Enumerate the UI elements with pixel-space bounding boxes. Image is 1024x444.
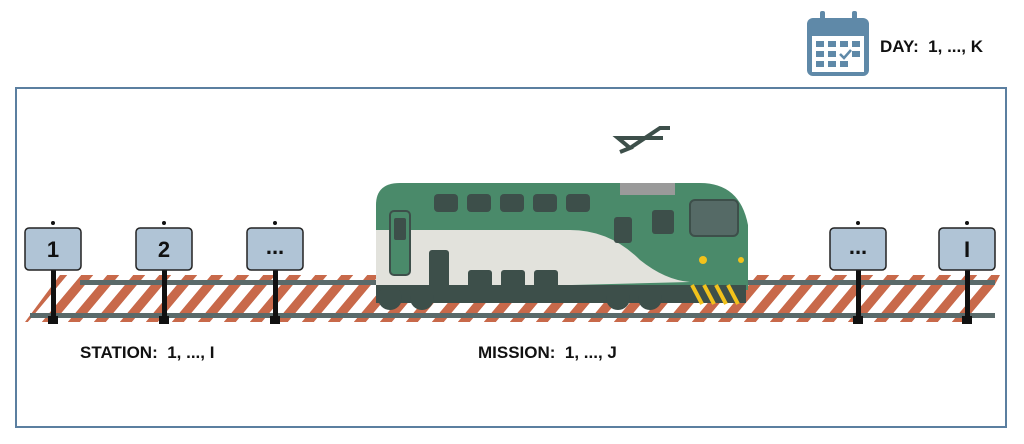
sign-label: 2 — [158, 237, 170, 262]
calendar-check-icon — [807, 11, 869, 76]
station-label: STATION: 1, ..., I — [80, 343, 215, 362]
scene-frame — [15, 87, 1007, 428]
station-sign-ellipsis-left: ... — [246, 221, 304, 324]
sign-label: 1 — [47, 237, 59, 262]
station-sign-I: I — [938, 221, 996, 324]
day-label: DAY: 1, ..., K — [880, 37, 983, 56]
station-sign-ellipsis-right: ... — [829, 221, 887, 324]
train — [376, 126, 748, 310]
sign-label: I — [964, 237, 970, 262]
sign-label: ... — [849, 234, 867, 259]
station-sign-2: 2 — [135, 221, 193, 324]
mission-label: MISSION: 1, ..., J — [478, 343, 617, 362]
sign-label: ... — [266, 234, 284, 259]
station-sign-1: 1 — [24, 221, 82, 324]
